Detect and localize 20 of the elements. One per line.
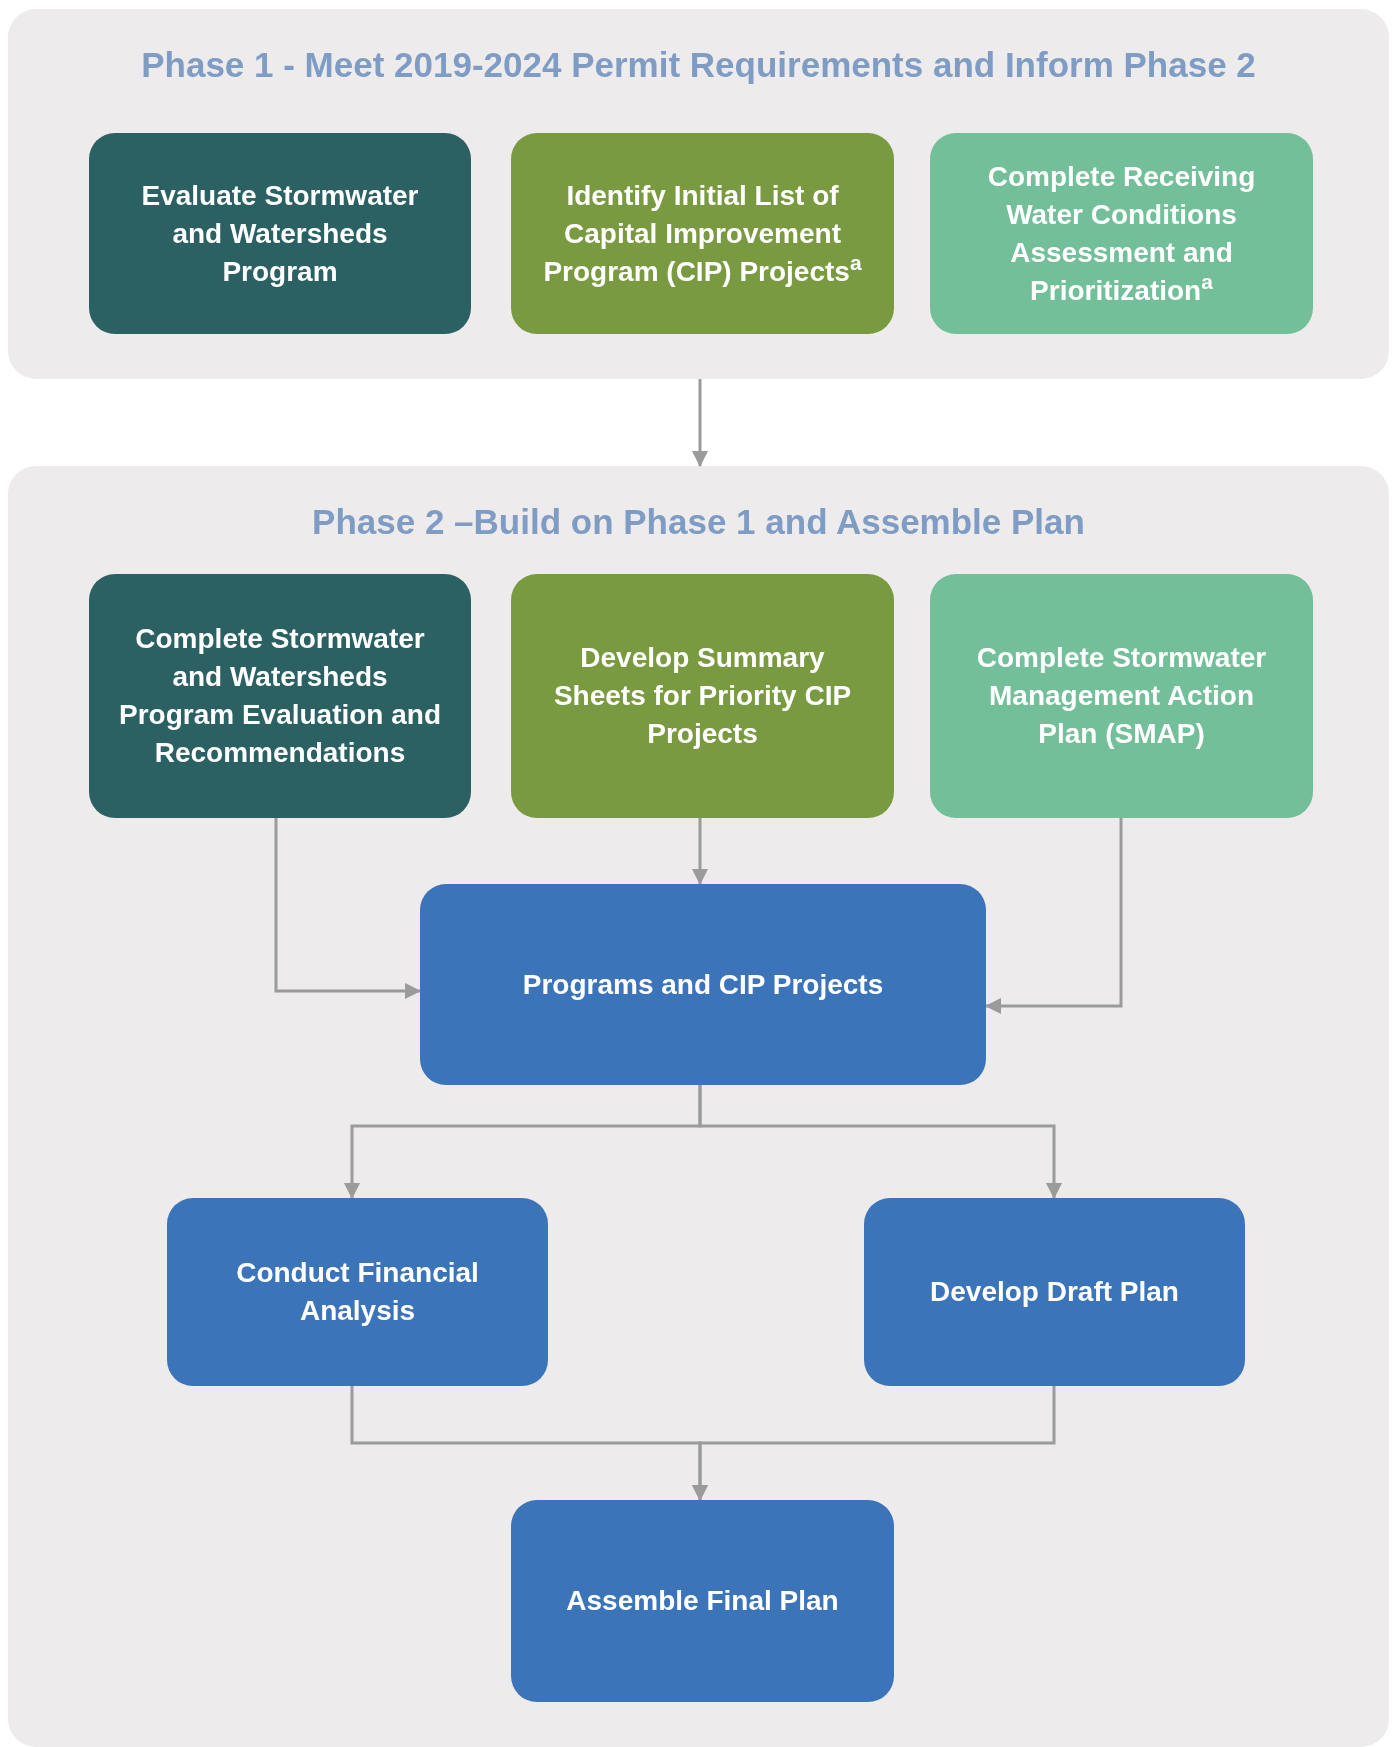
phase-title: Phase 2 –Build on Phase 1 and Assemble Plan <box>311 501 1086 543</box>
process-box: Programs and CIP Projects <box>420 884 986 1085</box>
arrow <box>698 1085 1062 1199</box>
arrow <box>692 1386 1056 1501</box>
process-box: Assemble Final Plan <box>511 1500 894 1702</box>
arrow <box>985 818 1123 1014</box>
arrow <box>692 818 708 885</box>
arrow <box>274 818 421 999</box>
process-box: Conduct Financial Analysis <box>167 1198 548 1386</box>
process-box: Develop Summary Sheets for Priority CIP Projects <box>511 574 894 818</box>
process-box: Evaluate Stormwater and Watersheds Program <box>89 133 471 334</box>
process-box: Develop Draft Plan <box>864 1198 1245 1386</box>
phase-title: Phase 1 - Meet 2019-2024 Permit Requirements and Inform Phase 2 <box>140 44 1257 86</box>
phase-panel <box>8 466 1389 1747</box>
process-box: Complete Receiving Water Conditions Assessment and Prioritization$^{a}$ <box>930 133 1313 334</box>
process-box: Identify Initial List of Capital Improvement Program (CIP) Projects$^{a}$ <box>511 133 894 334</box>
phase-panel <box>8 9 1389 379</box>
process-box: Complete Stormwater Management Action Plan (SMAP) <box>930 574 1313 818</box>
arrow <box>692 379 708 467</box>
process-box: Complete Stormwater and Watersheds Program Evaluation and Recommendations <box>89 574 471 818</box>
